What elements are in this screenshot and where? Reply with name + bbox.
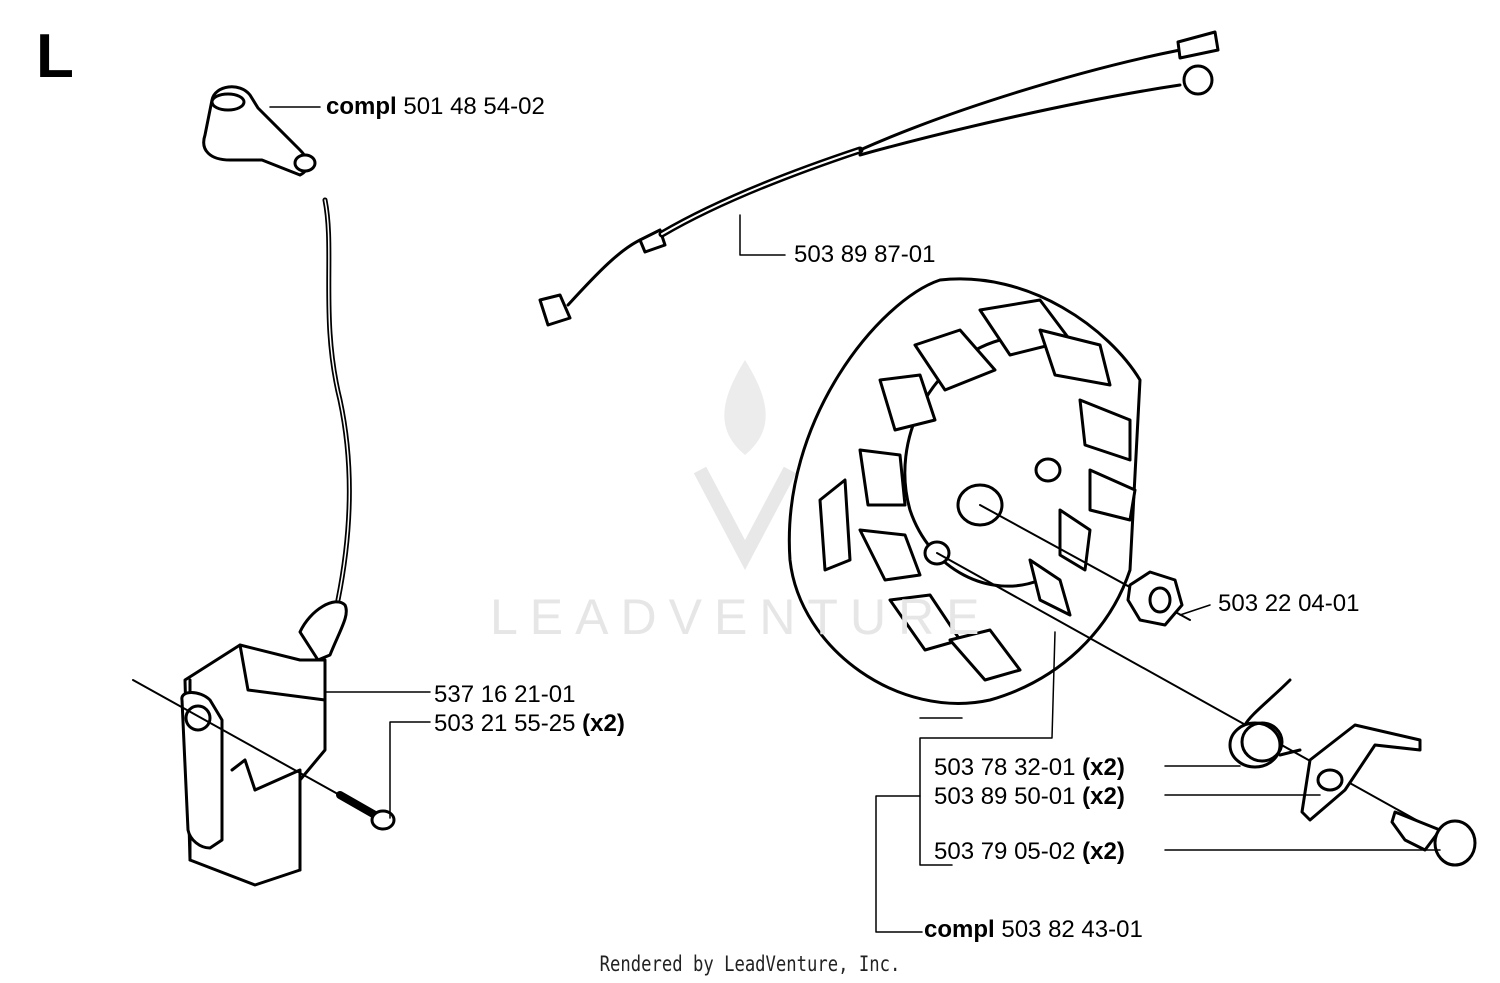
leader-lines: [269, 106, 1441, 933]
part-label-pin[interactable]: 503 79 05-02 (x2): [934, 838, 1125, 865]
module-screw[interactable]: [336, 791, 396, 831]
spark-plug-boot[interactable]: [202, 85, 317, 177]
watermark-text: LEADVENTURE: [490, 589, 992, 645]
ignition-module[interactable]: [180, 600, 348, 887]
flywheel-nut[interactable]: [1126, 570, 1184, 627]
part-label-nut[interactable]: 503 22 04-01: [1218, 590, 1360, 617]
part-label-spring[interactable]: 503 78 32-01 (x2): [934, 754, 1125, 781]
part-label-boot[interactable]: compl 501 48 54-02: [326, 93, 545, 120]
footer-credit: Rendered by LeadVenture, Inc.: [599, 952, 901, 976]
part-label-screw[interactable]: 503 21 55-25 (x2): [434, 710, 625, 737]
pawl-pin[interactable]: [1390, 810, 1477, 867]
part-label-flywheel[interactable]: compl 503 82 43-01: [924, 916, 1143, 943]
part-label-module[interactable]: 537 16 21-01: [434, 681, 576, 708]
part-label-cable[interactable]: 503 89 87-01: [794, 241, 936, 268]
flywheel[interactable]: [787, 277, 1142, 705]
part-label-pawl[interactable]: 503 89 50-01 (x2): [934, 783, 1125, 810]
starter-pawl[interactable]: [1300, 723, 1422, 822]
pawl-spring[interactable]: [1228, 678, 1302, 769]
watermark-logo-icon: [693, 360, 797, 570]
wire-harness[interactable]: [538, 30, 1220, 327]
section-letter: L: [36, 22, 74, 91]
